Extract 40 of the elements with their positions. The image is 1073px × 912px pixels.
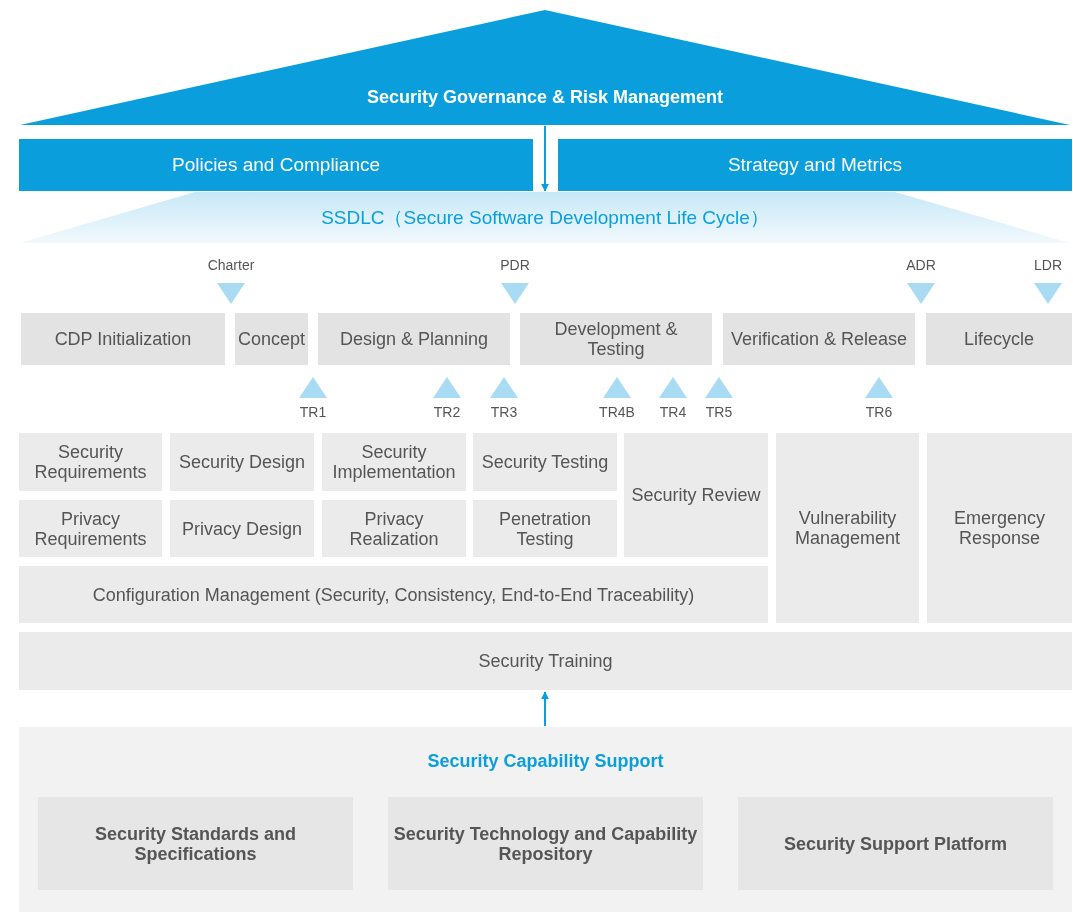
roof-shape: Security Governance & Risk Management bbox=[20, 10, 1070, 125]
milestone-label: Charter bbox=[207, 257, 255, 273]
process-box: Lifecycle bbox=[926, 313, 1072, 365]
milestone-label: TR4B bbox=[599, 404, 635, 420]
process-box: Security Testing bbox=[473, 433, 617, 491]
process-box: Emergency Response bbox=[927, 433, 1072, 623]
process-box: Privacy Requirements bbox=[19, 500, 162, 557]
arrow bbox=[541, 125, 549, 192]
milestone-label: PDR bbox=[500, 257, 530, 273]
arrow bbox=[541, 691, 549, 727]
process-box: Design & Planning bbox=[318, 313, 510, 365]
lifecycle-band: SSDLC（Secure Software Development Life Cycle） bbox=[20, 192, 1070, 243]
milestone-label: ADR bbox=[906, 257, 936, 273]
process-box: Security Design bbox=[170, 433, 314, 491]
process-box: Security Review bbox=[624, 433, 768, 557]
milestone-label: TR1 bbox=[299, 404, 327, 420]
support-panel: Security Capability Support Security Standards and Specifications Security Technology and Capability Repository Security Support Platform bbox=[19, 727, 1072, 912]
process-box: Security Standards and Specifications bbox=[38, 797, 353, 890]
process-box: Configuration Management (Security, Consistency, End-to-End Traceability) bbox=[19, 566, 768, 623]
process-box: Security Requirements bbox=[19, 433, 162, 491]
milestone-label: TR3 bbox=[490, 404, 518, 420]
process-box: Security Training bbox=[19, 632, 1072, 690]
process-box: Privacy Realization bbox=[322, 500, 466, 557]
process-box: Security Support Platform bbox=[738, 797, 1053, 890]
process-box: Privacy Design bbox=[170, 500, 314, 557]
process-box: CDP Initialization bbox=[21, 313, 225, 365]
milestone-label: TR4 bbox=[659, 404, 687, 420]
process-box: Concept bbox=[235, 313, 308, 365]
milestone-label: LDR bbox=[1034, 257, 1062, 273]
process-box: Vulnerability Management bbox=[776, 433, 919, 623]
process-box: Verification & Release bbox=[723, 313, 915, 365]
milestone-label: TR5 bbox=[705, 404, 733, 420]
milestone-label: TR6 bbox=[865, 404, 893, 420]
milestone-label: TR2 bbox=[433, 404, 461, 420]
header-bar: Policies and Compliance bbox=[19, 139, 533, 191]
process-box: Security Technology and Capability Repository bbox=[388, 797, 703, 890]
header-bar: Strategy and Metrics bbox=[558, 139, 1072, 191]
process-box: Development & Testing bbox=[520, 313, 712, 365]
process-box: Security Implementation bbox=[322, 433, 466, 491]
process-box: Penetration Testing bbox=[473, 500, 617, 557]
